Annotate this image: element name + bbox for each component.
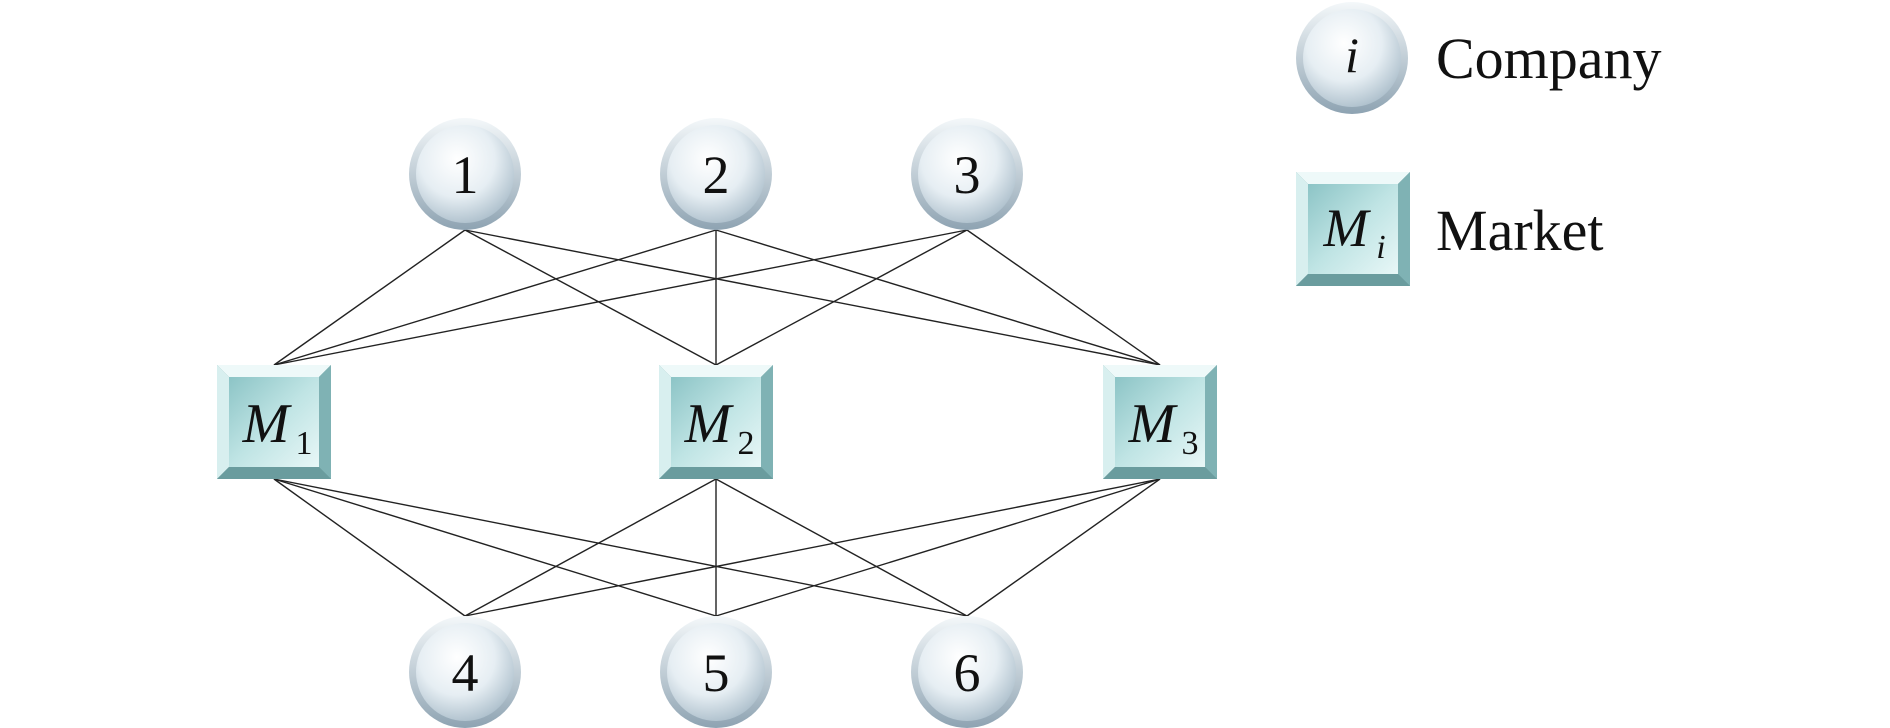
legend-market-symbol: M — [1323, 198, 1372, 258]
company-node-6: 6 — [911, 616, 1023, 728]
legend-market-label: Market — [1436, 198, 1604, 263]
legend-company-icon: i — [1296, 2, 1408, 114]
company-label-5: 5 — [703, 643, 730, 703]
legend-company-symbol: i — [1345, 27, 1359, 83]
company-node-1: 1 — [409, 118, 521, 230]
edge-company-1-market-2 — [464, 229, 717, 366]
company-label-1: 1 — [452, 145, 479, 205]
legend-market-subscript: i — [1376, 229, 1385, 266]
edge-company-3-market-1 — [273, 229, 968, 366]
edge-company-2-market-3 — [715, 229, 1161, 366]
edge-company-6-market-2 — [715, 478, 968, 617]
edge-company-2-market-1 — [273, 229, 717, 366]
edge-company-5-market-1 — [273, 478, 717, 617]
company-node-3: 3 — [911, 118, 1023, 230]
company-label-4: 4 — [452, 643, 479, 703]
market-symbol-1: M — [242, 393, 293, 455]
edge-company-4-market-2 — [464, 478, 717, 617]
edge-company-1-market-3 — [464, 229, 1161, 366]
edge-company-4-market-3 — [464, 478, 1161, 617]
company-label-3: 3 — [954, 145, 981, 205]
company-node-2: 2 — [660, 118, 772, 230]
legend-market-icon: M i — [1296, 172, 1410, 286]
legend: i Company M i Market — [1296, 2, 1662, 286]
edge-company-6-market-1 — [273, 478, 968, 617]
edge-company-3-market-3 — [966, 229, 1161, 366]
edge-company-4-market-1 — [273, 478, 466, 617]
legend-company-label: Company — [1436, 26, 1662, 91]
edges-layer — [273, 229, 1161, 617]
edge-company-5-market-3 — [715, 478, 1161, 617]
market-subscript-2: 2 — [738, 425, 755, 462]
edge-company-3-market-2 — [715, 229, 968, 366]
company-node-5: 5 — [660, 616, 772, 728]
market-symbol-2: M — [684, 393, 735, 455]
market-subscript-3: 3 — [1182, 425, 1199, 462]
edge-company-1-market-1 — [273, 229, 466, 366]
company-label-2: 2 — [703, 145, 730, 205]
company-label-6: 6 — [954, 643, 981, 703]
edge-company-6-market-3 — [966, 478, 1161, 617]
company-node-4: 4 — [409, 616, 521, 728]
market-subscript-1: 1 — [296, 425, 313, 462]
market-symbol-3: M — [1128, 393, 1179, 455]
